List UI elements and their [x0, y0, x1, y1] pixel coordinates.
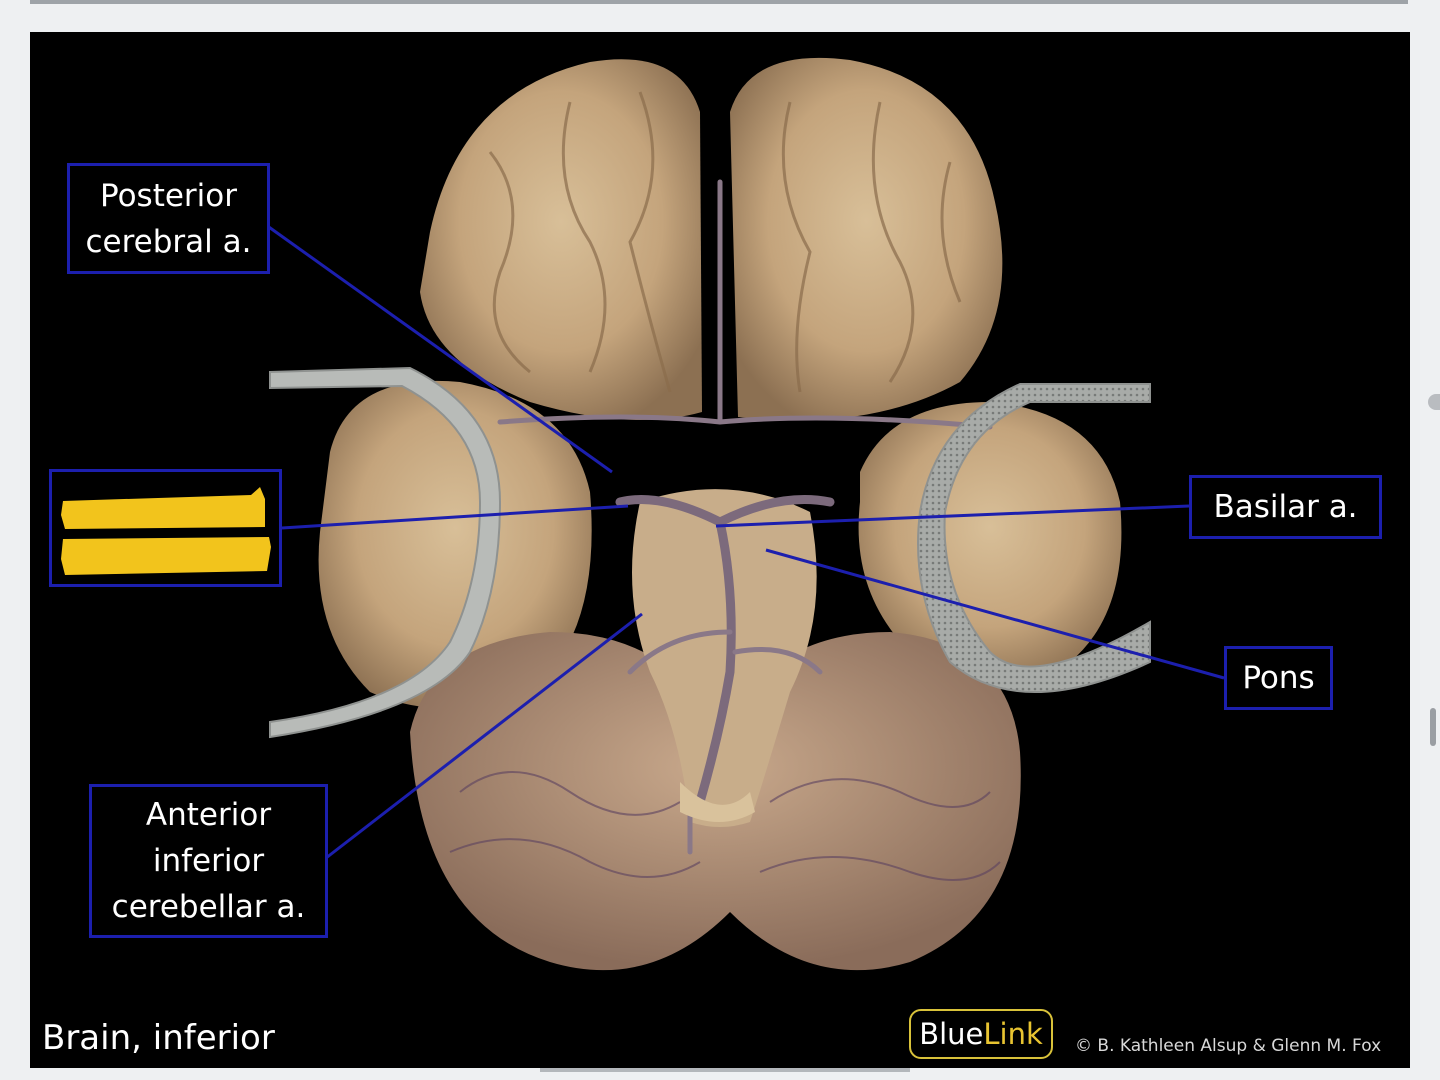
right-frontal-lobe	[730, 57, 1003, 421]
label-anterior-inferior-cerebellar-artery[interactable]: Anterior inferior cerebellar a.	[89, 784, 328, 938]
copyright-notice: © B. Kathleen Alsup & Glenn M. Fox	[1075, 1036, 1382, 1056]
label-basilar-artery[interactable]: Basilar a.	[1189, 475, 1382, 539]
label-posterior-cerebral-line2: cerebral a.	[85, 223, 252, 260]
top-divider	[30, 0, 1408, 4]
slide-caption: Brain, inferior	[42, 1018, 275, 1058]
logo-text-link: Link	[983, 1017, 1043, 1051]
label-aica-line3: cerebellar a.	[111, 889, 306, 925]
label-posterior-cerebral-line1: Posterior	[99, 177, 237, 214]
scrollbar-thumb[interactable]	[1430, 708, 1436, 746]
label-aica-line1: Anterior	[145, 797, 272, 833]
label-posterior-cerebral-artery[interactable]: Posterior cerebral a.	[67, 163, 270, 274]
left-retractor	[269, 366, 502, 739]
bottom-divider	[540, 1068, 910, 1072]
label-basilar-line1: Basilar a.	[1213, 489, 1358, 525]
yellow-highlight-redaction	[60, 487, 271, 575]
anatomy-slide: Posterior cerebral a. Basilar a. Pons An…	[30, 32, 1410, 1068]
redacted-label-box[interactable]	[49, 469, 282, 587]
label-pons-line1: Pons	[1242, 660, 1315, 696]
left-frontal-lobe	[420, 59, 702, 420]
logo-text-blue: Blue	[919, 1017, 984, 1051]
label-aica-line2: inferior	[152, 843, 265, 879]
scroll-indicator[interactable]	[1428, 394, 1440, 410]
label-pons[interactable]: Pons	[1224, 646, 1333, 710]
